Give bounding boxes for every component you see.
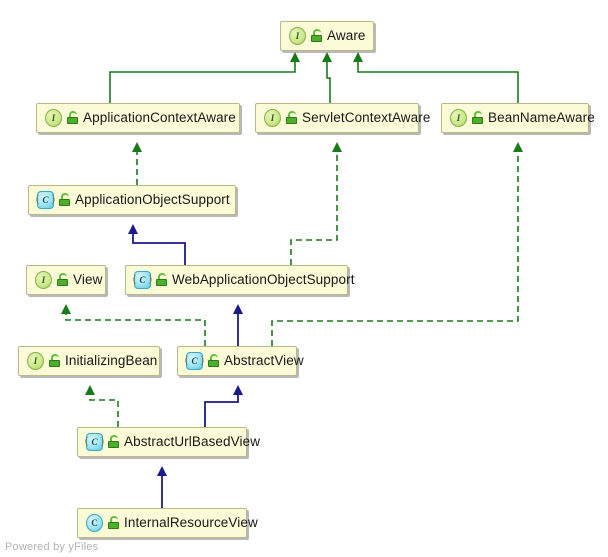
edge-abstracturlbasedview-to-abstractview: [204, 385, 243, 427]
public-padlock-icon: [67, 111, 78, 124]
uml-node-servletctxaware[interactable]: I ServletContextAware: [255, 103, 430, 133]
abstract-marker-right: ): [100, 435, 104, 447]
abstract-class-icon: C(): [133, 271, 152, 289]
public-padlock-icon: [156, 273, 167, 286]
public-padlock-icon: [57, 273, 68, 286]
uml-node-appctxaware[interactable]: I ApplicationContextAware: [36, 103, 240, 133]
uml-node-abstracturlview[interactable]: C() AbstractUrlBasedView: [77, 427, 260, 457]
uml-node-label: ServletContextAware: [302, 109, 431, 125]
edge-abstracturlbasedview-to-initializingbean: [85, 385, 119, 427]
abstract-marker-left: (: [85, 435, 89, 447]
uml-node-label: View: [73, 271, 103, 287]
uml-node-label: WebApplicationObjectSupport: [172, 271, 355, 287]
interface-icon: I: [289, 27, 306, 45]
interface-icon: I: [264, 109, 281, 127]
uml-node-label: AbstractView: [224, 352, 304, 368]
interface-icon: I: [27, 352, 44, 370]
edge-servletcontextaware-to-aware: [322, 52, 332, 103]
edge-abstractview-to-view: [61, 304, 206, 346]
yfiles-watermark: Powered by yFiles: [5, 541, 99, 553]
uml-node-label: AbstractUrlBasedView: [124, 433, 261, 449]
uml-node-webappobjsupport[interactable]: C() WebApplicationObjectSupport: [125, 265, 354, 295]
public-padlock-icon: [108, 435, 119, 448]
uml-node-beannameaware[interactable]: I BeanNameAware: [441, 103, 595, 133]
abstract-marker-right: ): [148, 273, 152, 285]
public-padlock-icon: [311, 29, 322, 42]
abstract-marker-left: (: [185, 354, 189, 366]
interface-icon: I: [450, 109, 467, 127]
uml-node-initializingbean[interactable]: I InitializingBean: [18, 346, 160, 376]
public-padlock-icon: [108, 516, 119, 529]
uml-node-label: ApplicationObjectSupport: [75, 191, 230, 207]
edge-webapplicationobjectsupport-to-servletcontextaware: [290, 142, 342, 265]
interface-icon: I: [35, 271, 52, 289]
abstract-marker-left: (: [36, 193, 40, 205]
abstract-class-icon: C(): [85, 433, 104, 451]
uml-node-label: ApplicationContextAware: [83, 109, 236, 125]
edge-abstractview-to-beannameaware: [271, 142, 523, 346]
abstract-marker-right: ): [51, 193, 55, 205]
class-icon: C: [86, 514, 103, 532]
public-padlock-icon: [286, 111, 297, 124]
uml-node-label: InternalResourceView: [124, 514, 258, 530]
abstract-class-icon: C(): [36, 191, 55, 209]
edge-beannameaware-to-aware: [353, 52, 519, 103]
abstract-marker-left: (: [133, 273, 137, 285]
uml-node-internalresource[interactable]: C InternalResourceView: [77, 508, 258, 538]
uml-node-label: Aware: [327, 27, 366, 43]
edge-applicationcontextaware-to-aware: [109, 52, 300, 103]
edge-webapplicationobjectsupport-to-applicationobjectsupport: [128, 224, 186, 265]
public-padlock-icon: [59, 193, 70, 206]
interface-icon: I: [45, 109, 62, 127]
abstract-marker-right: ): [200, 354, 204, 366]
uml-node-view[interactable]: I View: [26, 265, 106, 295]
uml-node-appobjsupport[interactable]: C() ApplicationObjectSupport: [28, 185, 236, 215]
abstract-class-icon: C(): [185, 352, 204, 370]
public-padlock-icon: [472, 111, 483, 124]
public-padlock-icon: [208, 354, 219, 367]
uml-node-aware[interactable]: I Aware: [280, 21, 374, 51]
uml-node-label: BeanNameAware: [488, 109, 595, 125]
uml-node-label: InitializingBean: [65, 352, 158, 368]
uml-node-abstractview[interactable]: C() AbstractView: [177, 346, 304, 376]
public-padlock-icon: [49, 354, 60, 367]
